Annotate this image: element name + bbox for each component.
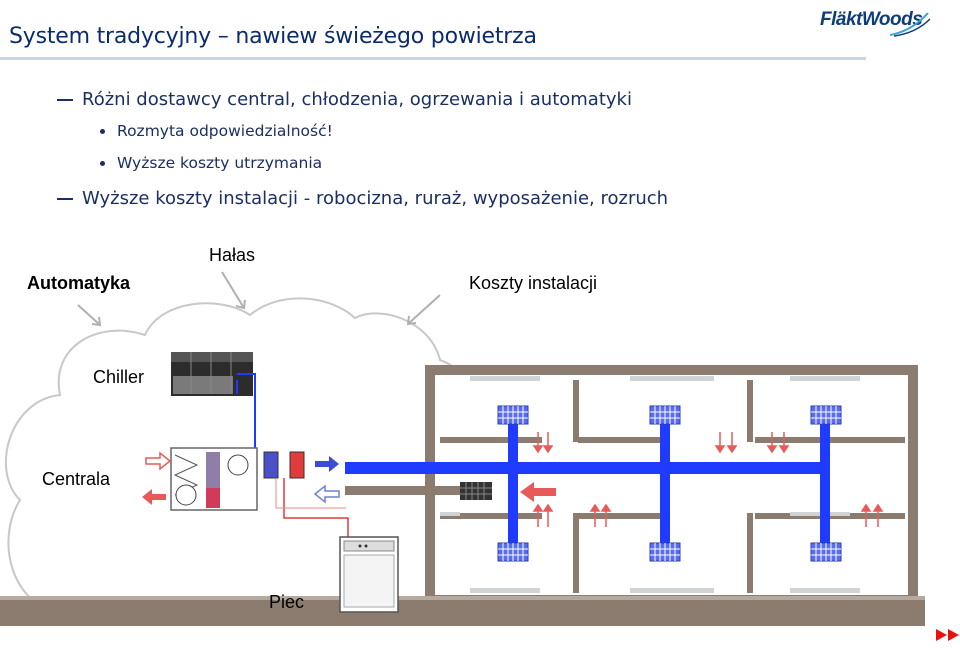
centrala-label: Centrala — [42, 469, 111, 489]
cooling-coil-icon — [263, 451, 279, 479]
fast-forward-icon — [936, 629, 959, 641]
boiler-unit — [339, 536, 399, 613]
bullet-item: Różni dostawcy central, chłodzenia, ogrz… — [57, 89, 632, 110]
air-flow-arrows — [532, 432, 884, 527]
diffuser-icons — [497, 405, 842, 562]
supply-duct — [345, 420, 830, 550]
dash-bullet-icon — [57, 99, 73, 101]
dot-bullet-icon — [100, 129, 105, 134]
bullet-text: Różni dostawcy central, chłodzenia, ogrz… — [82, 89, 632, 110]
piec-label: Piec — [269, 592, 305, 612]
bullet-item: Wyższe koszty instalacji - robocizna, ru… — [57, 188, 668, 209]
callout-arrows — [77, 271, 441, 327]
logo-swoosh-icon — [889, 12, 931, 37]
outdoor-air-arrow — [145, 451, 172, 471]
dot-bullet-icon — [100, 161, 105, 166]
automatyka-label: Automatyka — [27, 273, 131, 293]
sub-bullet-item: Wyższe koszty utrzymania — [100, 154, 322, 172]
exhaust-air-arrow — [142, 489, 166, 505]
extract-grille-icon — [460, 482, 492, 500]
sub-bullet-item: Rozmyta odpowiedzialność! — [100, 122, 333, 140]
sub-bullet-text: Wyższe koszty utrzymania — [117, 154, 323, 172]
dash-bullet-icon — [57, 198, 73, 200]
halas-label: Hałas — [209, 245, 256, 265]
extract-duct — [345, 486, 475, 495]
heating-coil-icon — [289, 451, 305, 479]
company-logo: FläktWoods — [820, 5, 932, 39]
koszty-label: Koszty instalacji — [469, 273, 598, 293]
slide-title: System tradycyjny – nawiew świeżego powi… — [9, 24, 537, 49]
air-handling-unit — [170, 447, 258, 511]
bullet-text: Wyższe koszty instalacji - robocizna, ru… — [82, 188, 669, 209]
building-floor-plan — [425, 365, 918, 605]
chiller-label: Chiller — [93, 367, 145, 387]
chiller-unit — [171, 352, 253, 396]
return-air-arrow — [520, 482, 556, 502]
extract-air-arrow — [313, 484, 340, 504]
sub-bullet-text: Rozmyta odpowiedzialność! — [117, 122, 333, 140]
ground-strip — [0, 600, 925, 626]
title-divider — [0, 57, 866, 60]
supply-air-arrow — [315, 456, 339, 472]
logo-text: FläktWoods — [820, 9, 923, 30]
